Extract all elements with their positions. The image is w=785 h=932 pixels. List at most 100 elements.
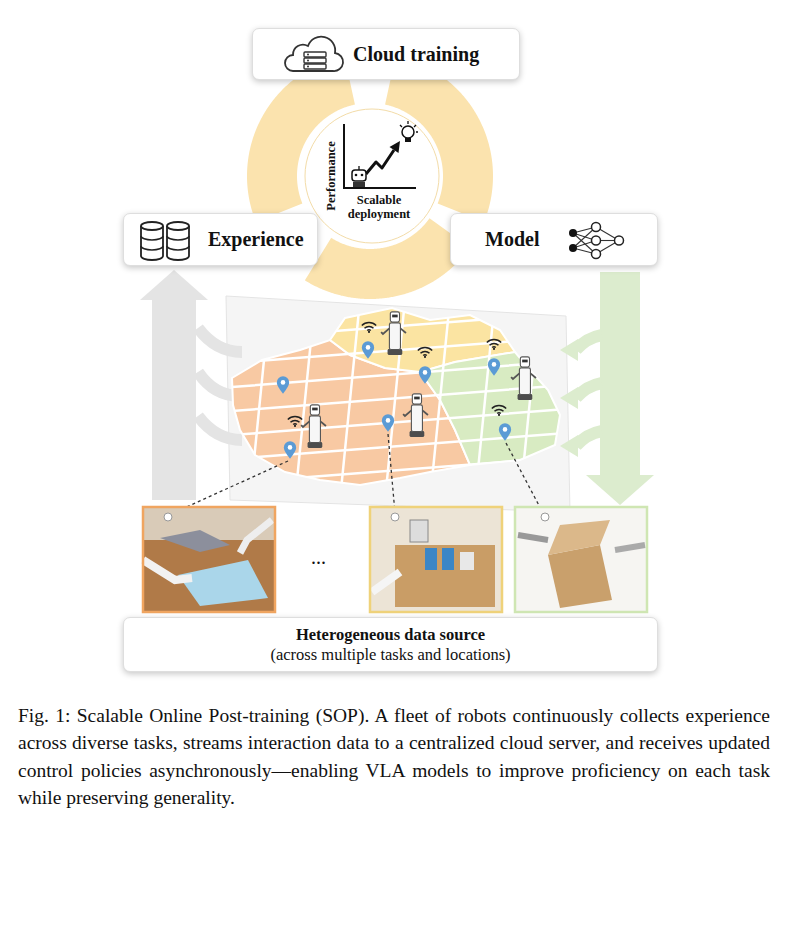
photo-box-folding bbox=[515, 507, 647, 612]
city-map-part bbox=[420, 352, 560, 465]
location-pins-part bbox=[499, 423, 511, 441]
photo-box-folding-part bbox=[548, 545, 612, 608]
performance-chart-part bbox=[400, 121, 418, 132]
download-arrow-part bbox=[560, 387, 578, 409]
photo-cloth-folding-part bbox=[143, 507, 275, 612]
photo-packing-part bbox=[370, 507, 502, 612]
location-pins-part bbox=[382, 414, 394, 432]
wifi-icons-part bbox=[288, 416, 302, 426]
photo-cloth-folding-part bbox=[240, 520, 272, 553]
upload-arrow-part bbox=[198, 416, 242, 440]
box-subtitle: (across multiple tasks and locations) bbox=[270, 645, 510, 665]
experience-box: Experience bbox=[123, 213, 318, 266]
download-arrow-part bbox=[576, 431, 602, 446]
photo-box-folding-part bbox=[548, 520, 610, 555]
db-icon-part bbox=[141, 246, 163, 250]
upload-arrow bbox=[140, 270, 242, 500]
download-arrow bbox=[560, 272, 654, 505]
map-frame-part bbox=[226, 296, 570, 512]
cloud-icon-part bbox=[304, 64, 326, 69]
model-box: Model bbox=[450, 213, 658, 266]
nn-icon-part bbox=[592, 223, 601, 232]
photo-packing-part bbox=[370, 507, 502, 612]
performance-chart-part bbox=[402, 126, 414, 138]
photo-cloth-folding-part bbox=[164, 513, 172, 521]
robot-fleet-part bbox=[403, 394, 428, 437]
photo-packing-part bbox=[442, 548, 454, 570]
location-pins-part bbox=[362, 341, 374, 359]
photo-cloth-folding-part bbox=[143, 560, 192, 580]
photo-cloth-folding bbox=[143, 507, 275, 612]
performance-chart-part bbox=[390, 141, 401, 153]
photo-cloth-folding-part bbox=[143, 507, 275, 612]
photo-box-folding-part bbox=[518, 535, 548, 540]
performance-chart-part bbox=[352, 170, 366, 181]
box-label: Cloud training bbox=[353, 43, 479, 66]
db-icon-part bbox=[141, 222, 163, 230]
robot-fleet-part bbox=[301, 405, 326, 448]
photo-box-folding-part bbox=[615, 545, 645, 550]
cloud-icon-part bbox=[307, 66, 309, 68]
download-arrow-part bbox=[560, 435, 578, 457]
db-icon-part bbox=[167, 236, 189, 240]
db-icon-part bbox=[141, 236, 163, 240]
photo-packing-part bbox=[395, 545, 495, 607]
ellipsis-label: ... bbox=[311, 546, 326, 568]
cloud-icon-part bbox=[285, 37, 343, 71]
nn-icon bbox=[451, 214, 659, 267]
leader-lines-part bbox=[506, 443, 543, 513]
db-icon-part bbox=[141, 226, 163, 260]
box-label: Model bbox=[485, 228, 539, 251]
db-icon-part bbox=[167, 226, 189, 260]
wifi-icons bbox=[288, 322, 506, 426]
upload-arrow-part bbox=[198, 328, 242, 352]
figure-caption: Fig. 1: Scalable Online Post-training (S… bbox=[18, 702, 770, 811]
performance-chart-part bbox=[344, 124, 416, 188]
map-streets bbox=[220, 300, 580, 500]
chart-text-holder: Scalable deployment bbox=[338, 194, 420, 222]
robot-fleet-part bbox=[381, 312, 406, 355]
axis-label: Performance bbox=[325, 141, 339, 210]
photo-packing bbox=[370, 507, 502, 612]
robot-fleet-part bbox=[511, 357, 536, 400]
wifi-icons-part bbox=[362, 322, 376, 332]
chart-text-holder: Performance bbox=[321, 141, 339, 210]
cloud-icon-part bbox=[307, 54, 309, 56]
db-icon-part bbox=[167, 246, 189, 250]
photo-packing-part bbox=[460, 552, 474, 570]
photo-box-folding-part bbox=[515, 507, 647, 612]
photo-packing-part bbox=[410, 520, 428, 542]
cloud-icon-part bbox=[304, 52, 326, 57]
photo-packing-part bbox=[372, 572, 400, 592]
photo-cloth-folding-part bbox=[160, 530, 230, 552]
photo-cloth-folding-part bbox=[178, 560, 268, 606]
nn-icon-part bbox=[615, 236, 624, 245]
map-frame bbox=[226, 296, 570, 512]
nn-icon-part bbox=[592, 236, 601, 245]
data-source-box: Heterogeneous data source(across multipl… bbox=[123, 617, 658, 672]
photo-box-folding-part bbox=[541, 513, 549, 521]
performance-chart-part bbox=[355, 174, 358, 177]
location-pins-part bbox=[277, 376, 289, 394]
nn-icon-part bbox=[592, 250, 601, 259]
download-arrow-part bbox=[560, 339, 578, 361]
map-streets-part bbox=[220, 312, 580, 484]
photo-packing-part bbox=[391, 513, 399, 521]
robot-fleet bbox=[301, 312, 536, 448]
performance-chart-part bbox=[361, 174, 364, 177]
photo-cloth-folding-part bbox=[143, 540, 275, 612]
performance-chart-part bbox=[305, 109, 439, 243]
map-streets-part bbox=[250, 300, 540, 500]
box-label: Experience bbox=[208, 228, 304, 251]
performance-chart-part bbox=[358, 166, 359, 170]
nn-icon-part bbox=[569, 229, 577, 237]
performance-chart-part bbox=[405, 138, 411, 142]
location-pins-part bbox=[488, 358, 500, 376]
location-pins-part bbox=[419, 366, 431, 384]
caption-block: Fig. 1: Scalable Online Post-training (S… bbox=[18, 702, 770, 811]
download-arrow-part bbox=[576, 335, 602, 350]
performance-chart-part bbox=[366, 150, 394, 174]
photo-packing-part bbox=[425, 548, 437, 570]
performance-chart-part bbox=[353, 182, 365, 187]
